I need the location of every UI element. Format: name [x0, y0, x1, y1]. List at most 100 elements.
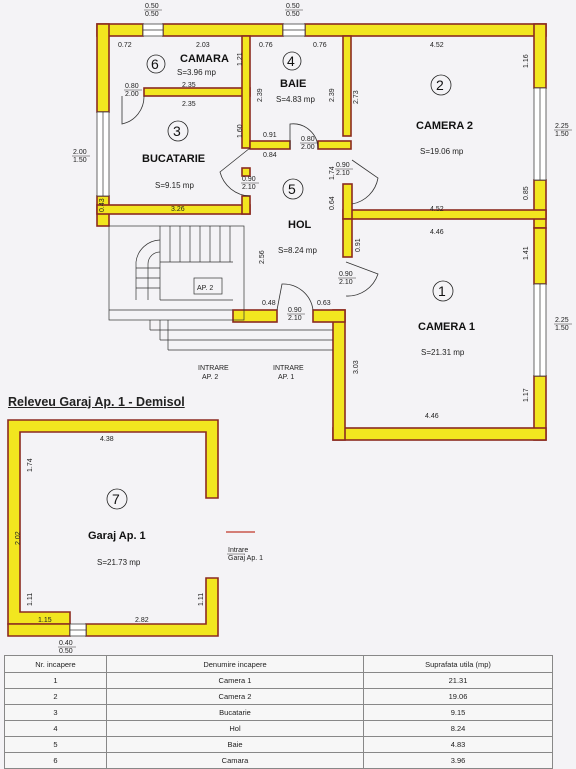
windows	[96, 23, 547, 377]
header-room-number: Nr. incapere	[4, 655, 107, 673]
garage-dim-left1: 1.74	[27, 458, 34, 472]
dim-camera1-r1: 1.41	[523, 246, 530, 260]
dim-hol-r: 0.64	[329, 196, 336, 210]
cell-name: Baie	[106, 736, 364, 753]
table-row: 6 Camara 3.96	[4, 752, 553, 769]
dim-buc-bottom: 3.26	[171, 206, 185, 213]
garage-area: S=21.73 mp	[97, 558, 141, 567]
cell-number: 3	[4, 704, 107, 721]
garage-dim-left3: 1.11	[27, 593, 34, 606]
room-4-number: 4	[287, 53, 295, 69]
table-row: 3 Bucatarie 9.15	[4, 704, 553, 721]
room-3-name: BUCATARIE	[142, 153, 205, 165]
dim-camera1-top: 4.46	[430, 229, 444, 236]
room-3-number: 3	[173, 123, 181, 139]
dim-camera2-top: 4.52	[430, 42, 444, 49]
room-2-number: 2	[436, 77, 444, 93]
table-row: 5 Baie 4.83	[4, 736, 553, 753]
room-6-number: 6	[151, 56, 159, 72]
dim-camera2-h: 2.73	[353, 90, 360, 104]
dim-hol-b1: 0.48	[262, 300, 276, 307]
room-5-area: S=8.24 mp	[278, 246, 317, 255]
garage-number: 7	[112, 491, 120, 507]
area-summary-table: Nr. incapere Denumire incapere Suprafata…	[4, 655, 553, 769]
cell-name: Camera 1	[106, 672, 364, 689]
dim-camera1-r2: 1.17	[523, 388, 530, 402]
header-room-name: Denumire incapere	[106, 655, 364, 673]
room-6-name: CAMARA	[180, 53, 229, 65]
room-1-area: S=21.31 mp	[421, 348, 465, 357]
stairwell	[108, 225, 245, 321]
dim-baie-bottom2: 0.84	[263, 152, 277, 159]
room-labels: 6 CAMARA S=3.96 mp 4 BAIE S=4.83 mp 2 CA…	[142, 51, 475, 357]
dim-baie-h2: 2.39	[329, 88, 336, 102]
garage-name: Garaj Ap. 1	[88, 530, 146, 542]
cell-name: Camera 2	[106, 688, 364, 705]
cell-area: 3.96	[363, 752, 553, 769]
cell-name: Camara	[106, 752, 364, 769]
cell-name: Bucatarie	[106, 704, 364, 721]
room-1-name: CAMERA 1	[418, 321, 475, 333]
room-4-area: S=4.83 mp	[276, 95, 315, 104]
dimension-labels: 0.72 2.03 0.76 0.76 4.52 2.35 2.35 0.91 …	[118, 42, 444, 420]
dim-camera2-r1: 1.16	[523, 54, 530, 68]
cell-area: 9.15	[363, 704, 553, 721]
dim-hol-h: 1.74	[329, 166, 336, 180]
dim-camera1-l: 0.91	[355, 238, 362, 252]
dim-baie-top-a: 0.76	[259, 42, 273, 49]
cell-area: 21.31	[363, 672, 553, 689]
garage-labels: 7 Garaj Ap. 1 S=21.73 mp 4.38 1.74 2.02 …	[15, 436, 255, 624]
stairs-label: AP. 2	[197, 285, 213, 292]
table-header-row: Nr. incapere Denumire incapere Suprafata…	[4, 655, 553, 673]
dim-hol-l: 2.56	[259, 250, 266, 264]
garage-dim-bottom-b: 2.82	[135, 617, 149, 624]
room-2-name: CAMERA 2	[416, 120, 473, 132]
garage-dim-top: 4.38	[100, 436, 114, 443]
cell-number: 4	[4, 720, 107, 737]
dim-baie-h: 2.39	[257, 88, 264, 102]
garage-section-title: Releveu Garaj Ap. 1 - Demisol	[8, 395, 185, 409]
dim-baie-top-b: 0.76	[313, 42, 327, 49]
cell-number: 5	[4, 736, 107, 753]
cell-area: 19.06	[363, 688, 553, 705]
room-2-area: S=19.06 mp	[420, 147, 464, 156]
table-row: 2 Camera 2 19.06	[4, 688, 553, 705]
dim-camera2-r2: 0.85	[523, 186, 530, 200]
header-useful-area: Suprafata utila (mp)	[363, 655, 553, 673]
dim-camera2-bottom: 4.52	[430, 206, 444, 213]
dim-camara-width: 2.35	[182, 82, 196, 89]
vertical-dimension-labels: 1.21 2.39 2.39 2.73 1.60 1.16 0.85 0.64 …	[99, 52, 530, 402]
dim-camera1-h: 3.03	[353, 360, 360, 374]
cell-number: 2	[4, 688, 107, 705]
cell-number: 1	[4, 672, 107, 689]
dim-camara-top-a: 0.72	[118, 42, 132, 49]
cell-number: 6	[4, 752, 107, 769]
dim-camara-h: 1.21	[237, 52, 244, 66]
dim-bucatarie-h: 1.60	[237, 124, 244, 138]
dim-camara-top-b: 2.03	[196, 42, 210, 49]
garage-dim-left2: 2.02	[15, 531, 22, 545]
dim-bucatarie-top: 2.35	[182, 101, 196, 108]
garage-dim-bottom-a: 1.15	[38, 617, 52, 624]
room-3-area: S=9.15 mp	[155, 181, 194, 190]
dim-camera1-bottom: 4.46	[425, 413, 439, 420]
dim-buc-side: 0.43	[99, 198, 106, 212]
dim-hol-b2: 0.63	[317, 300, 331, 307]
room-1-number: 1	[438, 283, 446, 299]
cell-area: 8.24	[363, 720, 553, 737]
